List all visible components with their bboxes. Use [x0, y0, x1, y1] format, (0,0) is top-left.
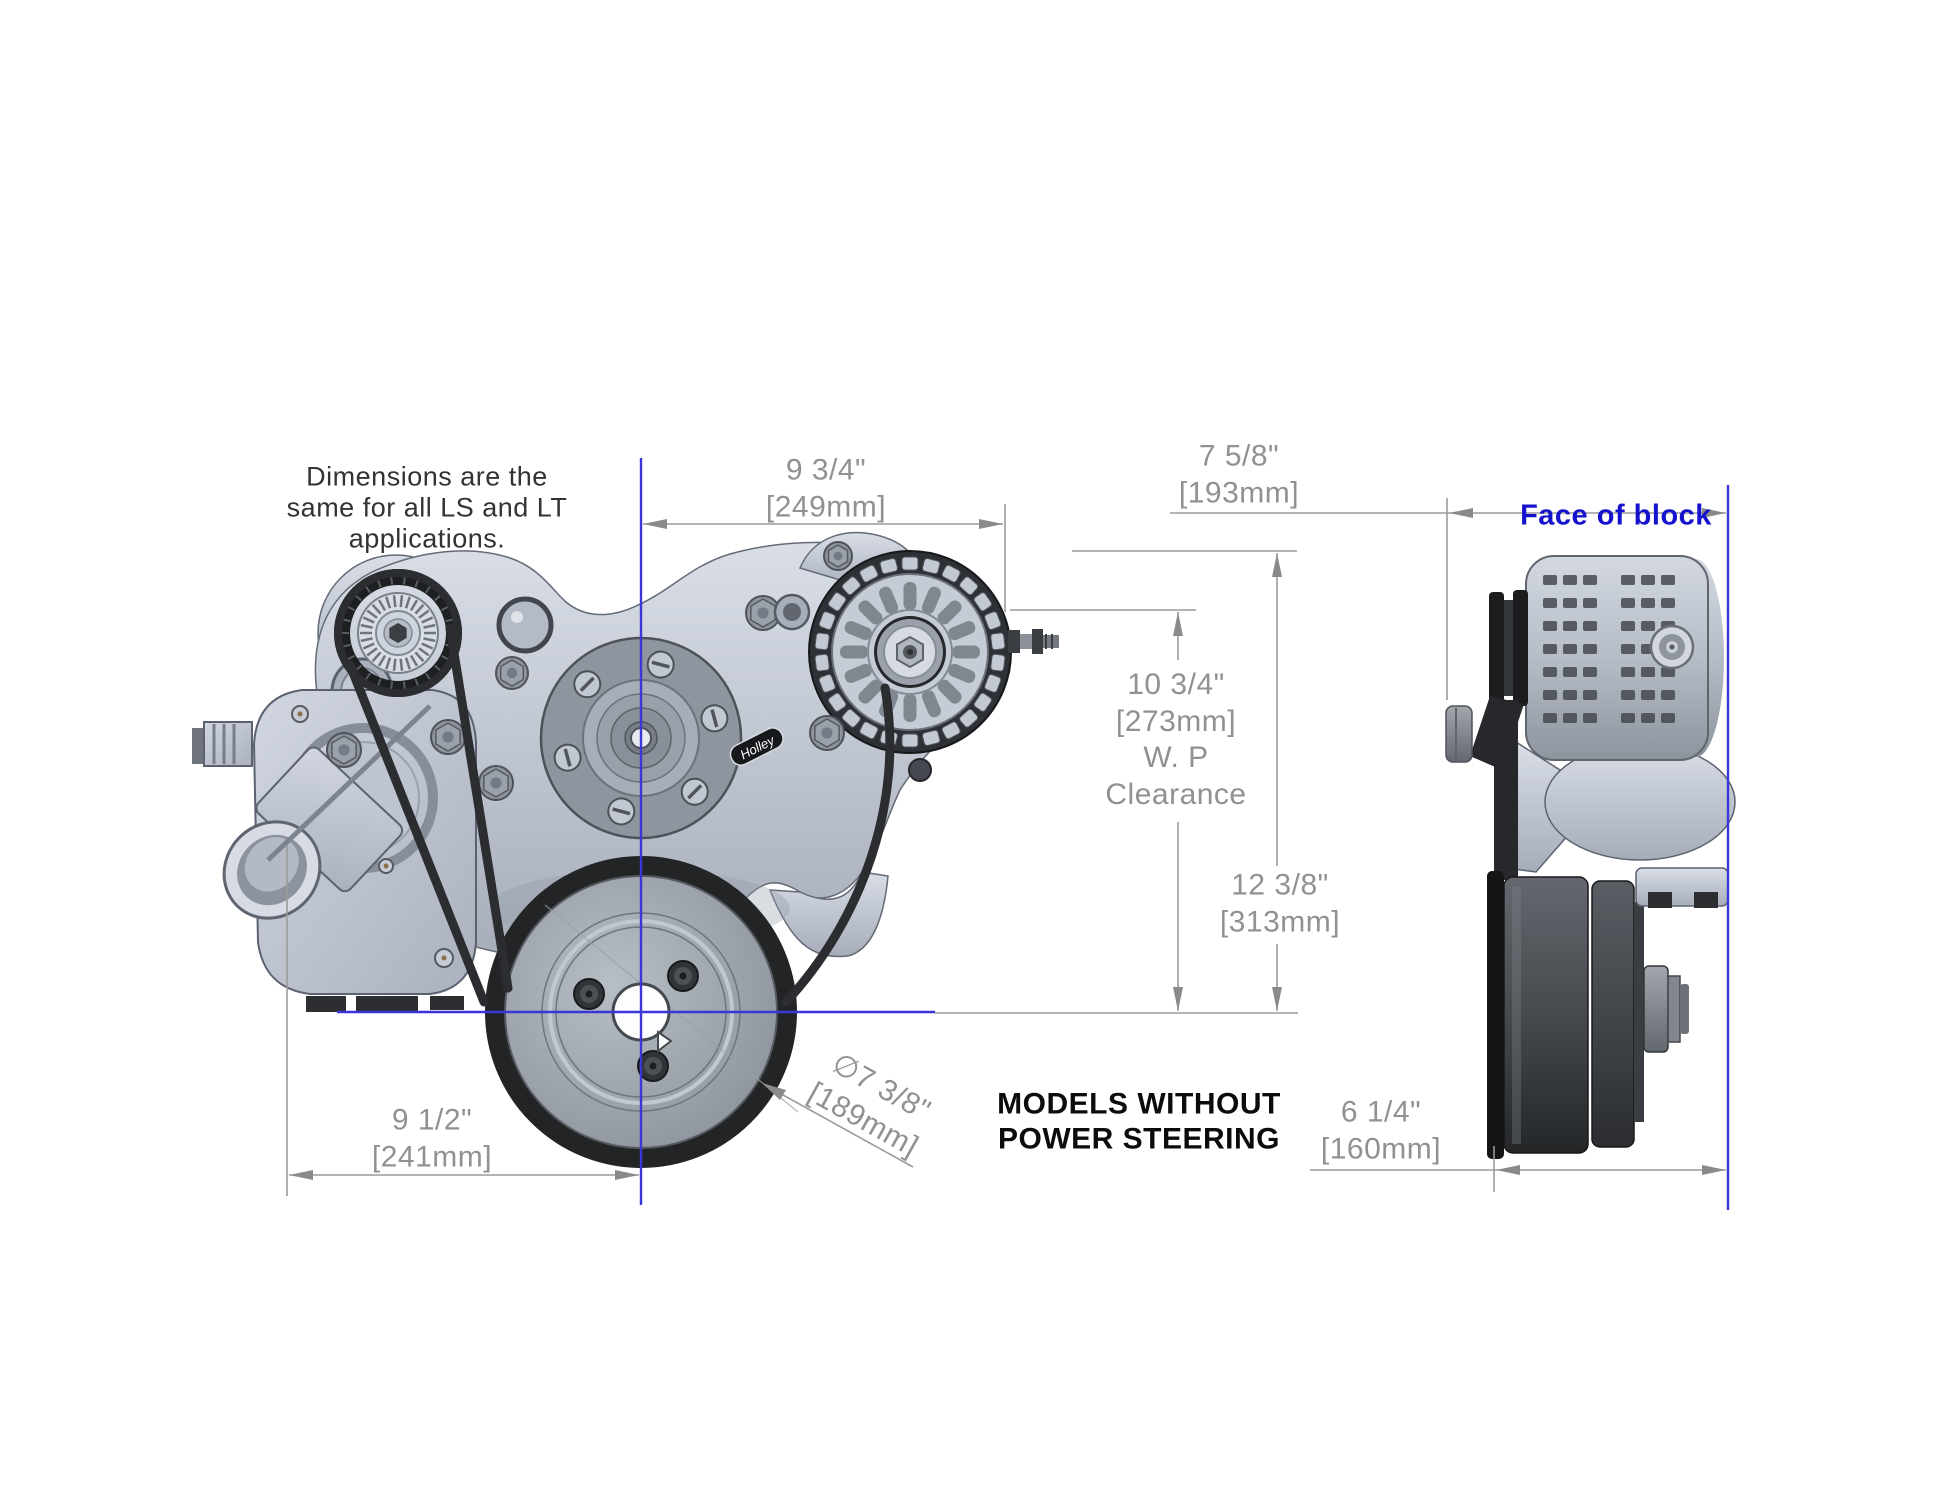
applications-note: Dimensions are the same for all LS and L… [287, 461, 568, 554]
face-of-block-label: Face of block [1520, 499, 1712, 532]
mount-foot [306, 996, 346, 1012]
bleed-rod [266, 704, 432, 862]
dim-water-neck-width-mm: [241mm] [371, 1140, 493, 1173]
tensioner-hex [389, 623, 407, 643]
dim-crank-to-alt-top-mm: [313mm] [1219, 905, 1341, 938]
dim-block-to-balancer-mm: [160mm] [1320, 1132, 1442, 1165]
bypass-port [496, 596, 554, 654]
dimension-lines [286, 498, 1726, 1196]
dim-top-width-mm: [249mm] [765, 490, 887, 523]
mount-foot [430, 996, 464, 1010]
side-view-drawing [1445, 555, 1736, 1159]
port-highlight [511, 611, 523, 623]
models-line1: MODELS WITHOUT [997, 1087, 1281, 1121]
alternator-stud [1008, 629, 1059, 654]
crank-snout [1643, 965, 1669, 1053]
dim-block-to-wp: 7 5/8" [193mm] [1179, 438, 1299, 511]
models-line2: POWER STEERING [997, 1123, 1281, 1156]
heater-nipple-cap [192, 728, 204, 764]
keyway-notch [657, 1030, 673, 1054]
dim-wp-clearance-note1: W. P [1143, 741, 1209, 774]
dim-wp-clearance-mm: [273mm] [1115, 704, 1237, 738]
dim-wp-clearance: 10 3/4" [273mm] W. P Clearance [1105, 667, 1246, 813]
brand-badge: Holley [729, 727, 784, 766]
dim-crank-to-alt-top-in: 12 3/8" [1231, 868, 1329, 902]
dim-crank-to-alt-top: 12 3/8" [313mm] [1220, 867, 1340, 940]
balancer-side [1487, 867, 1729, 1159]
alternator-side [1525, 555, 1724, 761]
wp-hub-nose-side [1445, 705, 1473, 763]
bracket-bolt [908, 758, 932, 782]
note-line1: Dimensions are the [306, 461, 548, 492]
models-note: MODELS WITHOUT POWER STEERING [997, 1087, 1281, 1158]
note-line3: applications. [348, 523, 506, 554]
side-bracket-body [1544, 743, 1736, 861]
dim-block-to-wp-mm: [193mm] [1178, 476, 1300, 509]
dim-wp-clearance-note2: Clearance [1105, 777, 1247, 811]
dim-wp-clearance-in: 10 3/4" [1127, 667, 1225, 701]
dimension-arrows [289, 508, 1726, 1180]
dim-top-width-in: 9 3/4" [785, 453, 867, 487]
heater-nipple [203, 721, 253, 767]
dim-block-to-wp-in: 7 5/8" [1198, 439, 1280, 473]
dim-block-to-balancer-in: 6 1/4" [1340, 1095, 1422, 1129]
alternator-front: Holley [729, 550, 1059, 766]
dim-water-neck-width-in: 9 1/2" [391, 1103, 473, 1137]
centerlines [337, 458, 1730, 1210]
front-view-drawing: Holley [192, 531, 1059, 1168]
mount-foot [356, 996, 418, 1012]
pivot-bolt-center [783, 603, 801, 621]
belt-side [1494, 700, 1518, 880]
dim-block-to-balancer: 6 1/4" [160mm] [1321, 1094, 1441, 1167]
dim-water-neck-width: 9 1/2" [241mm] [372, 1102, 492, 1175]
dim-top-width: 9 3/4" [249mm] [766, 452, 886, 525]
note-line2: same for all LS and LT [286, 492, 568, 523]
serpentine-belt [334, 569, 895, 1007]
